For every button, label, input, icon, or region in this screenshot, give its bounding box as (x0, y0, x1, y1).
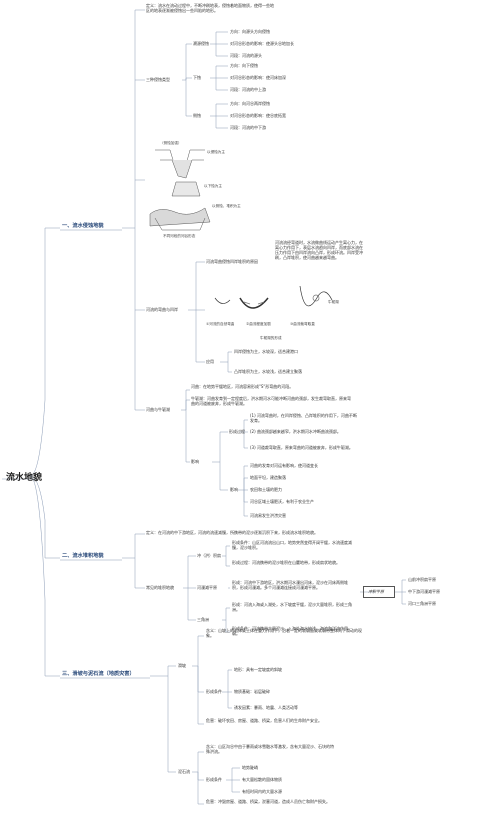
delta-item: 形成：河流入海或入湖处，水下坡度平缓，泥沙大量堆积，形成三角洲。 (232, 602, 352, 612)
effect-item: 地面平坦，建造聚落 (250, 475, 286, 480)
down-item: 方向：向下侵蚀 (230, 63, 258, 68)
formation-label: 形成过程 (229, 429, 245, 434)
meander-stage-1: ①河流的自然弯曲 (206, 322, 235, 326)
oxbow-lake-label: 牛轭湖 (328, 300, 339, 304)
meander-cause-text: 河流流经弯道时，水流做曲线运动产生离心力，在离心力作用下，表层水流趋向凹岸，而底… (275, 240, 363, 260)
alluvial-fan-label: 冲（洪）积扇 (197, 553, 221, 558)
floodplain-label: 河漫滩平原 (197, 585, 217, 590)
effect-item: 河谷区域土壤肥沃，有利于农业生产 (250, 499, 314, 504)
landslide-harm: 危害：破坏农田、房屋、道路、桥梁，危害人们的生命财产安全。 (206, 718, 322, 723)
application-label: 应用 (206, 359, 214, 364)
valley-sketch (149, 149, 211, 231)
mudflow-condition: 有大量松散的固体物质 (242, 777, 282, 782)
mudflow-definition: 含义：山区沟谷中由于暴雨或冰雪融水等激发，含有大量泥沙、石块的特殊洪流。 (206, 744, 334, 754)
effect-label: 影响 (230, 487, 238, 492)
deposit-title: 二、流水堆积地貌 (62, 553, 104, 559)
formation-step: (3) 河道裁弯取直，原来弯曲的河道被废弃，形成牛轭湖。 (250, 445, 353, 450)
mudflow-conditions-label: 形成条件 (206, 777, 222, 782)
mudflow-label: 泥石流 (178, 769, 190, 774)
trace-erosion-label: 溯源侵蚀 (193, 41, 209, 46)
hazard-title: 三、滑坡与泥石流（地质灾害） (62, 671, 135, 677)
meander-label: 河流的弯曲与凹岸 (146, 307, 178, 312)
summary-item: 中下游河漫滩平原 (408, 589, 440, 594)
figure-label-a: 以侵蚀为主 (207, 150, 225, 154)
floodplain-item: 形成：河流中下游地区，洪水期河水漫出河床，泥沙在河床两侧堆积，形成河漫滩。多个河… (232, 580, 348, 590)
effect-item: 河流易发生洪涝灾害 (250, 513, 286, 518)
trace-item: 方向：向源头方向侵蚀 (230, 29, 270, 34)
alluvial-fan-item: 形成过程：河流携带的泥沙堆积在山麓地带，形成扇状地貌。 (232, 560, 340, 565)
meander-river-text: 河曲：在地势平缓地区，河流容易形成"S"形弯曲的河段。 (191, 384, 294, 389)
alluvial-fan-item: 形成条件：山区河流流出山口，地势突然变得开阔平缓，水流速度减慢，泥沙堆积。 (232, 540, 352, 550)
landslide-condition: 诱发因素：暴雨、地震、人类活动等 (234, 705, 298, 710)
figure-note: （侧蚀加强） (160, 141, 182, 145)
mudflow-condition: 地势陡峭 (242, 765, 258, 770)
side-item: 河段：河流的中下游 (230, 125, 266, 130)
summary-head: 冲积平原 (368, 589, 384, 594)
meander-cause-label: 河流弯曲侵蚀凹岸堆积的原因 (206, 259, 258, 264)
landslide-definition: 含义：山坡上的岩体或土体在重力作用下，沿着一定的软弱面或软弱带整体向下滑动的现象… (206, 628, 362, 638)
down-item: 对河谷形态的影响：使河床加深 (230, 75, 286, 80)
side-item: 对河谷形态的影响：使谷底拓宽 (230, 113, 286, 118)
landslide-conditions-label: 形成条件 (206, 689, 222, 694)
effect-item: 河曲的发育对河运有影响，使河道变长 (250, 463, 318, 468)
down-item: 河段：河流的中上游 (230, 87, 266, 92)
erosion-definition: 定义：流水在流动过程中，不断冲刷地表，侵蚀着地面物质，使得一些地区的地表逐渐被侵… (146, 3, 274, 13)
summary-item: 山前冲积扇平原 (408, 577, 436, 582)
down-erosion-label: 下蚀 (193, 75, 201, 80)
summary-item: 河口三角洲平原 (408, 601, 436, 606)
delta-label: 三角洲 (197, 617, 209, 622)
oxbow-branch-label: 河曲与牛轭湖 (146, 407, 170, 412)
effect-item: 农田和土壤的肥力 (250, 487, 282, 492)
trace-item: 对河谷形态的影响：使源头谷地加长 (230, 41, 294, 46)
summary-box (363, 586, 395, 598)
deposit-definition: 定义：在河流的中下游地区，河流的流速减慢，所携带的泥沙逐渐沉积下来，形成流水堆积… (146, 530, 318, 535)
landslide-condition: 物质基础：岩层破碎 (234, 689, 270, 694)
figure-label-c: 以侧蚀、堆积为主 (212, 204, 241, 208)
meander-stage-2: ②曲流程度加剧 (246, 322, 271, 326)
oxbow-lake-text: 牛轭湖：河曲发育到一定程度后，洪水期河水可能冲断河曲的颈部，发生裁弯取直，原来弯… (191, 396, 351, 406)
figure-label-b: 以下蚀为主 (204, 184, 222, 188)
trace-item: 河段：河流的源头 (230, 53, 262, 58)
side-item: 方向：向河谷两岸侵蚀 (230, 101, 270, 106)
root-title: 流水地貌 (6, 473, 43, 483)
figure-caption-oxbow: 牛轭湖的形成 (260, 336, 282, 340)
meander-stage-3: ③曲流裁弯取直 (290, 322, 315, 326)
mudflow-condition: 有短时间内的大量水源 (242, 789, 282, 794)
delta-item: 形成条件：河流携带大量泥沙，入海处海水较浅，海浪和洋流作用弱。 (232, 626, 348, 636)
figure-caption-valleys: 不同河段的河谷形态 (163, 234, 196, 238)
application-item: 凸岸堆积为主，水较浅，适合建立聚落 (234, 369, 302, 374)
effect-branch-label: 影响 (191, 459, 199, 464)
formation-step: (2) 曲流颈部越来越窄，洪水期河水冲断曲流颈部。 (250, 429, 341, 434)
erosion-types-label: 三种侵蚀类型 (146, 77, 170, 82)
landslide-label: 滑坡 (178, 663, 186, 668)
deposit-main-label: 常见的堆积地貌 (146, 585, 174, 590)
formation-step: (1) 河流弯曲时，在凹岸侵蚀、凸岸堆积的作用下，河曲不断发育。 (250, 413, 357, 423)
landslide-condition: 地形：具有一定坡度的斜坡 (234, 667, 282, 672)
side-erosion-label: 侧蚀 (193, 113, 201, 118)
application-item: 凹岸侵蚀为主，水较深，适合建港口 (234, 349, 298, 354)
erosion-title: 一、流水侵蚀地貌 (62, 223, 104, 229)
mudflow-harm: 危害：冲毁房屋、道路、桥梁，淤塞河道，造成人员伤亡和财产损失。 (206, 799, 330, 804)
meander-sketch (214, 285, 333, 309)
